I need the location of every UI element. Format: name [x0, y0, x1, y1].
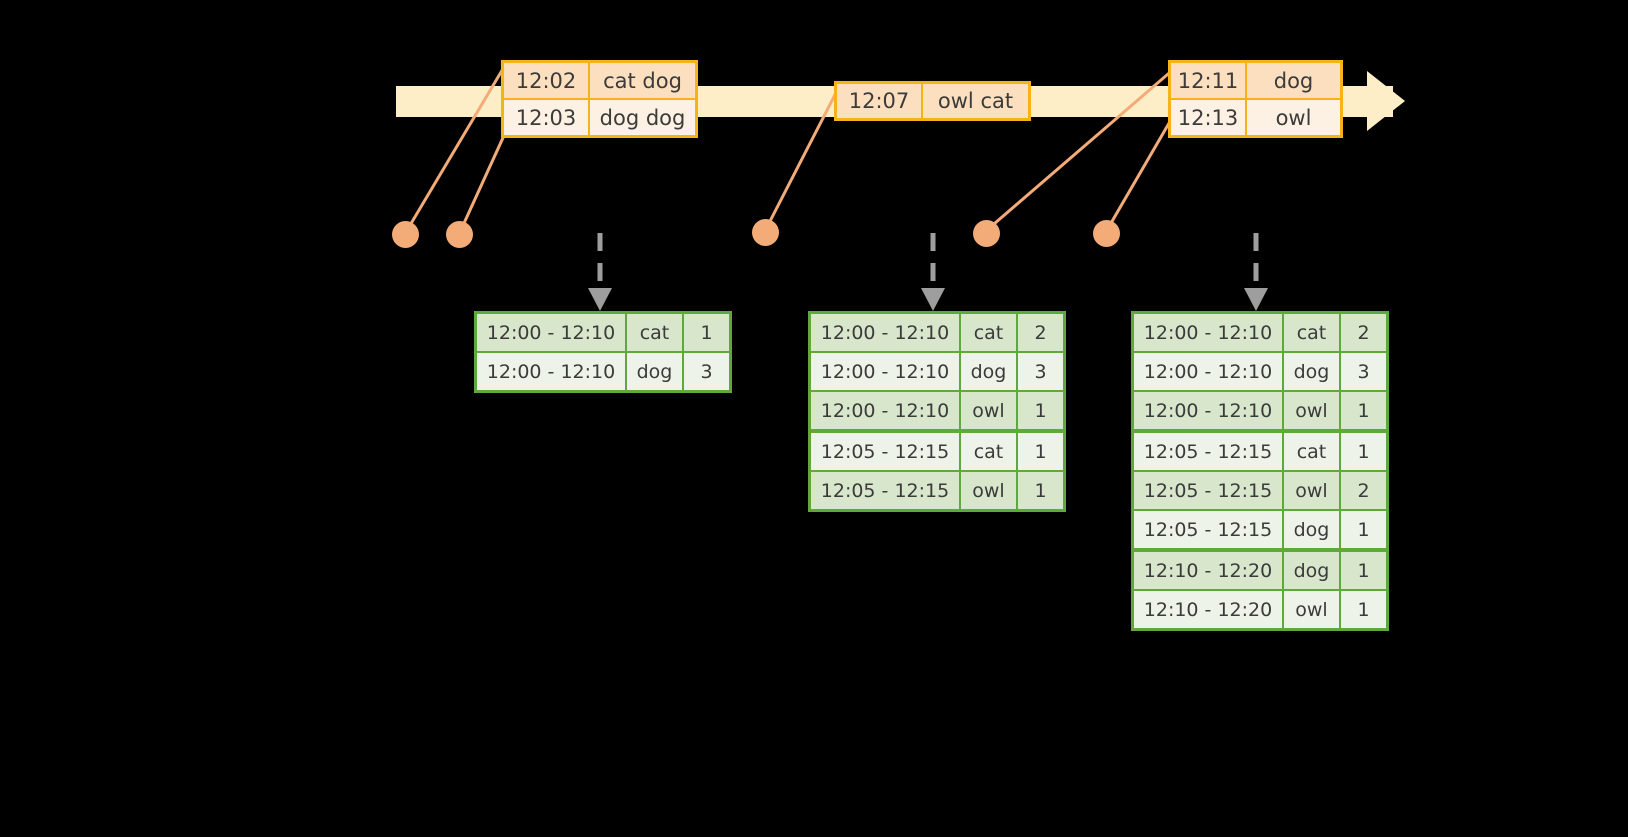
event-box-group-3[interactable]: 12:11 dog 12:13 owl	[1168, 60, 1343, 138]
cell-count: 1	[1341, 433, 1386, 470]
cell-window: 12:10 - 12:20	[1134, 591, 1282, 628]
cell-count: 1	[1341, 591, 1386, 628]
event-row[interactable]: 12:02 cat dog	[504, 63, 695, 98]
cell-word: owl	[961, 392, 1016, 429]
arrowhead-1	[588, 288, 612, 311]
arrowhead-3	[1244, 288, 1268, 311]
dashed-arrows	[597, 233, 1259, 292]
event-time: 12:03	[504, 100, 590, 135]
cell-word: dog	[1284, 511, 1339, 548]
cell-word: owl	[961, 472, 1016, 509]
cell-count: 1	[1341, 392, 1386, 429]
cell-count: 1	[684, 314, 729, 351]
event-words: cat dog	[590, 63, 695, 98]
cell-window: 12:00 - 12:10	[811, 353, 959, 390]
dashed-arrow-heads	[588, 288, 1268, 311]
cell-count: 1	[1341, 511, 1386, 548]
event-dot-12-13[interactable]	[1093, 220, 1120, 247]
cell-word: cat	[961, 433, 1016, 470]
cell-window: 12:05 - 12:15	[811, 472, 959, 509]
event-box-group-1[interactable]: 12:02 cat dog 12:03 dog dog	[501, 60, 698, 138]
cell-window: 12:05 - 12:15	[1134, 433, 1282, 470]
cell-count: 3	[684, 353, 729, 390]
cell-count: 2	[1341, 314, 1386, 351]
event-words: owl	[1247, 100, 1340, 135]
arrowhead-2	[921, 288, 945, 311]
cell-window: 12:00 - 12:10	[1134, 392, 1282, 429]
cell-word: cat	[627, 314, 682, 351]
event-dot-12-11[interactable]	[973, 220, 1000, 247]
event-dot-12-02[interactable]	[392, 221, 419, 248]
cell-count: 3	[1341, 353, 1386, 390]
cell-window: 12:05 - 12:15	[811, 433, 959, 470]
cell-window: 12:05 - 12:15	[1134, 511, 1282, 548]
event-words: dog	[1247, 63, 1340, 98]
event-time: 12:13	[1171, 100, 1247, 135]
cell-window: 12:00 - 12:10	[1134, 314, 1282, 351]
event-box-group-2[interactable]: 12:07 owl cat	[834, 81, 1031, 121]
cell-count: 1	[1018, 392, 1063, 429]
event-row[interactable]: 12:11 dog	[1171, 63, 1340, 98]
event-dot-12-03[interactable]	[446, 221, 473, 248]
cell-window: 12:00 - 12:10	[477, 353, 625, 390]
cell-word: owl	[1284, 472, 1339, 509]
cell-count: 2	[1341, 472, 1386, 509]
cell-word: cat	[1284, 314, 1339, 351]
cell-word: dog	[961, 353, 1016, 390]
cell-count: 1	[1341, 552, 1386, 589]
cell-count: 1	[1018, 433, 1063, 470]
cell-count: 1	[1018, 472, 1063, 509]
cell-word: dog	[1284, 353, 1339, 390]
cell-count: 3	[1018, 353, 1063, 390]
cell-word: cat	[1284, 433, 1339, 470]
event-time: 12:07	[837, 84, 923, 118]
cell-window: 12:00 - 12:10	[1134, 353, 1282, 390]
cell-window: 12:05 - 12:15	[1134, 472, 1282, 509]
cell-window: 12:10 - 12:20	[1134, 552, 1282, 589]
connector-12-13	[1105, 117, 1174, 231]
cell-word: dog	[1284, 552, 1339, 589]
event-time: 12:11	[1171, 63, 1247, 98]
cell-window: 12:00 - 12:10	[811, 392, 959, 429]
event-words: owl cat	[923, 84, 1028, 118]
cell-count: 2	[1018, 314, 1063, 351]
cell-word: dog	[627, 353, 682, 390]
timeline-arrowhead	[1367, 71, 1405, 131]
cell-word: owl	[1284, 392, 1339, 429]
cell-window: 12:00 - 12:10	[477, 314, 625, 351]
event-time: 12:02	[504, 63, 590, 98]
event-row[interactable]: 12:07 owl cat	[837, 84, 1028, 118]
cell-word: cat	[961, 314, 1016, 351]
event-row[interactable]: 12:03 dog dog	[504, 98, 695, 135]
event-words: dog dog	[590, 100, 695, 135]
event-dot-12-07[interactable]	[752, 219, 779, 246]
event-row[interactable]: 12:13 owl	[1171, 98, 1340, 135]
cell-word: owl	[1284, 591, 1339, 628]
cell-window: 12:00 - 12:10	[811, 314, 959, 351]
